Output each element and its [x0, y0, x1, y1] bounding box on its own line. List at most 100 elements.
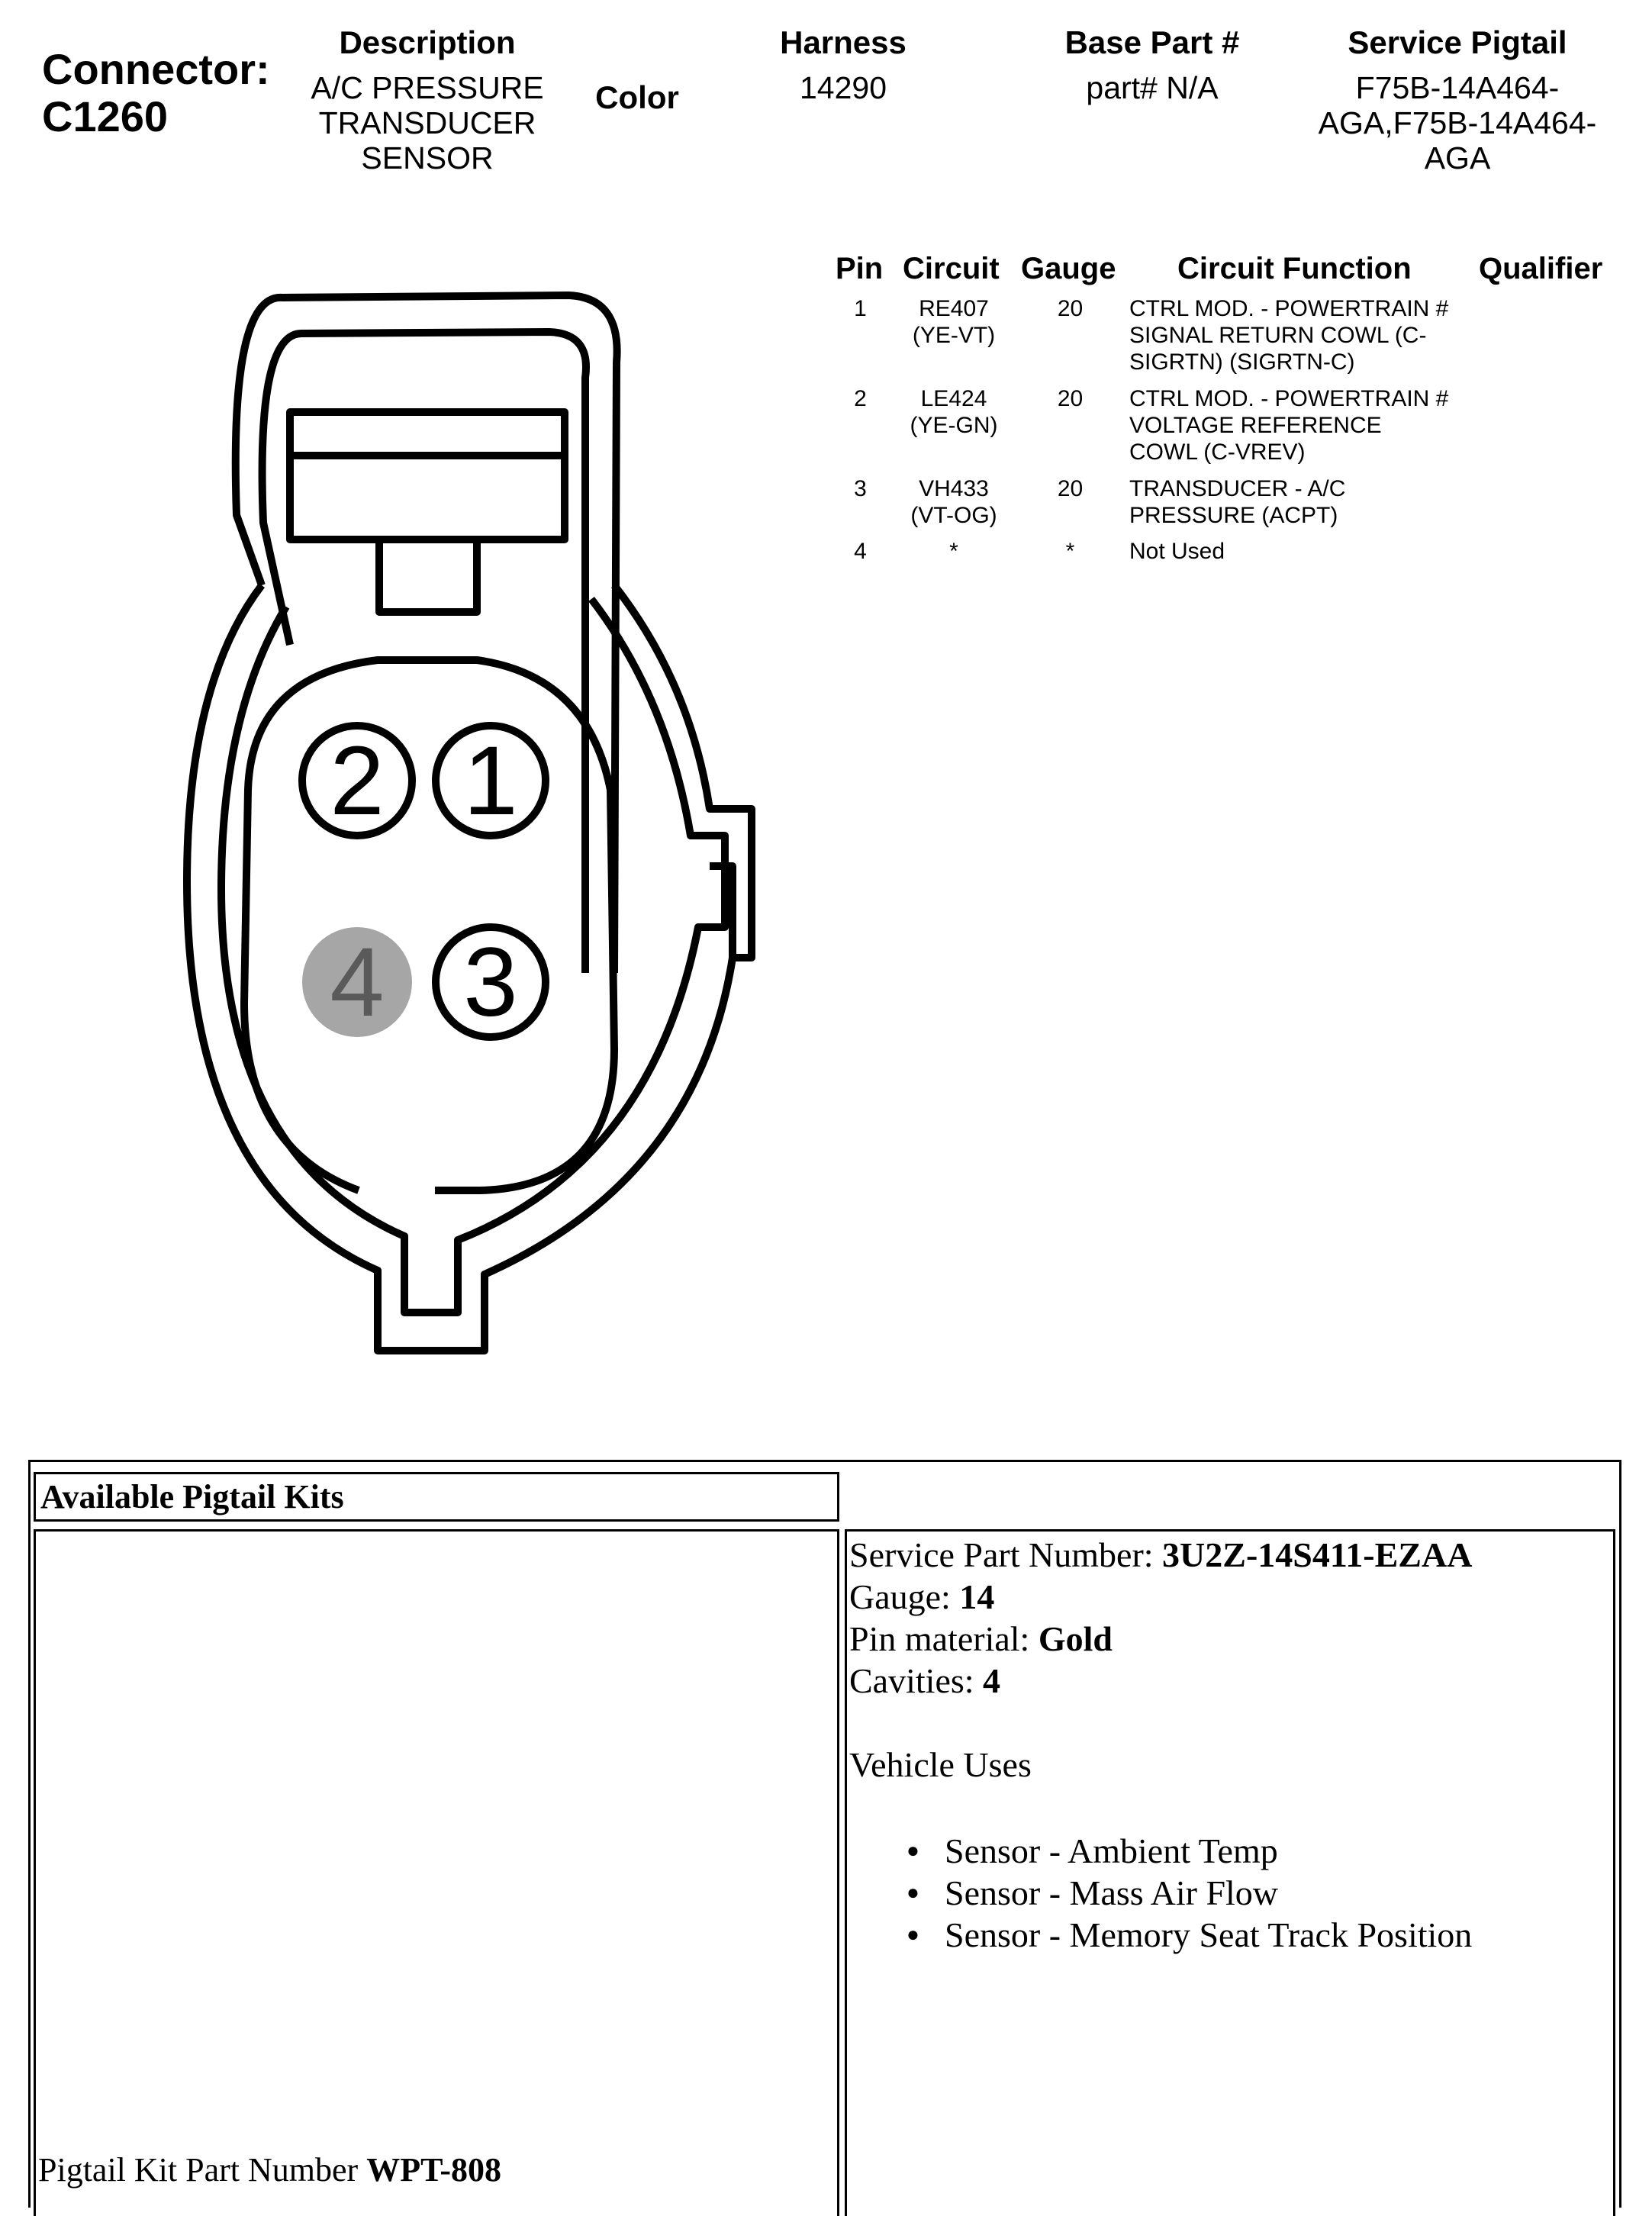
- vehicle-uses-title: Vehicle Uses: [849, 1745, 1032, 1784]
- pin-face-outline: [240, 656, 618, 1194]
- connector-id: C1260: [42, 92, 169, 140]
- harness-title: Harness: [780, 24, 907, 60]
- circuit-cell: RE407 (YE-VT): [878, 295, 1030, 349]
- circuit-color: (YE-GN): [910, 413, 998, 438]
- circuit-cell: *: [878, 538, 1030, 565]
- service-pigtail-line: AGA,F75B-14A464-: [1318, 105, 1597, 140]
- circuit-cell: VH433 (VT-OG): [878, 475, 1030, 529]
- function-line: SIGRTN) (SIGRTN-C): [1129, 349, 1355, 375]
- circuit-code: LE424: [920, 386, 987, 411]
- kit-gauge-value: 14: [959, 1577, 995, 1616]
- function-cell: Not Used: [1129, 538, 1488, 565]
- service-part-label: Service Part Number:: [849, 1535, 1163, 1574]
- connector-label: Connector:: [42, 45, 270, 93]
- service-pigtail-value: F75B-14A464- AGA,F75B-14A464- AGA: [1297, 70, 1618, 176]
- housing-outer-outline: [183, 582, 755, 1354]
- function-line: CTRL MOD. - POWERTRAIN #: [1129, 296, 1449, 321]
- vehicle-uses-list: Sensor - Ambient Temp Sensor - Mass Air …: [849, 1830, 1472, 1956]
- vehicle-use-item: Sensor - Ambient Temp: [849, 1830, 1472, 1872]
- connector-title: Connector: C1260: [42, 46, 270, 140]
- base-part-value: part# N/A: [1086, 70, 1219, 105]
- pin-label-2: 2: [330, 726, 384, 836]
- kit-gauge: Gauge: 14: [849, 1576, 1472, 1618]
- pin-number: 4: [854, 539, 867, 564]
- function-cell: CTRL MOD. - POWERTRAIN # VOLTAGE REFEREN…: [1129, 385, 1488, 465]
- pin-number: 2: [854, 386, 867, 411]
- pin-material-label: Pin material:: [849, 1619, 1039, 1658]
- pin-number: 1: [854, 296, 867, 321]
- pin-material: Pin material: Gold: [849, 1618, 1472, 1660]
- description-line: SENSOR: [361, 140, 494, 176]
- vehicle-use-item: Sensor - Mass Air Flow: [849, 1872, 1472, 1914]
- circuit-column-header: Circuit: [903, 252, 1000, 285]
- description-line: TRANSDUCER: [318, 105, 536, 140]
- function-cell: CTRL MOD. - POWERTRAIN # SIGNAL RETURN C…: [1129, 295, 1488, 375]
- cavities-value: 4: [983, 1661, 1001, 1700]
- pin-cavity-1: [432, 722, 549, 839]
- function-line: CTRL MOD. - POWERTRAIN #: [1129, 386, 1449, 411]
- pin-cavity-2: [298, 722, 416, 839]
- pin-column-header: Pin: [836, 252, 884, 285]
- pin-cavity-3: [432, 923, 549, 1041]
- latch-outer-outline: [231, 291, 621, 974]
- side-tab: [710, 862, 736, 958]
- latch-inner-outline: [258, 328, 590, 973]
- housing-inner-outline: [217, 596, 729, 1316]
- pigtail-kit-part-number: Pigtail Kit Part Number WPT-808: [38, 2150, 501, 2189]
- description-line: A/C PRESSURE: [311, 70, 544, 105]
- pigtail-kits-header: Available Pigtail Kits: [40, 1478, 344, 1515]
- pin-material-value: Gold: [1038, 1619, 1113, 1658]
- cavities-label: Cavities:: [849, 1661, 984, 1700]
- service-part-details: Service Part Number: 3U2Z-14S411-EZAA Ga…: [849, 1534, 1472, 1956]
- pin-cavity-4: [302, 927, 412, 1037]
- kit-part-value: WPT-808: [366, 2151, 502, 2189]
- service-pigtail-title: Service Pigtail: [1348, 24, 1567, 60]
- function-line: Not Used: [1129, 539, 1225, 564]
- kit-gauge-label: Gauge:: [849, 1577, 960, 1616]
- service-pigtail-line: F75B-14A464-: [1355, 70, 1560, 105]
- latch-bar-top: [286, 408, 568, 459]
- description-title: Description: [339, 24, 516, 60]
- description-value: A/C PRESSURE TRANSDUCER SENSOR: [298, 70, 557, 176]
- gauge-cell: 20: [1057, 476, 1084, 501]
- function-line: TRANSDUCER - A/C: [1129, 476, 1346, 501]
- pigtail-kit-details-cell: [845, 1529, 1615, 2216]
- service-part-value: 3U2Z-14S411-EZAA: [1162, 1535, 1473, 1574]
- circuit-cell: LE424 (YE-GN): [878, 385, 1030, 439]
- pin-label-4: 4: [330, 928, 384, 1037]
- qualifier-column-header: Qualifier: [1479, 252, 1603, 285]
- service-pigtail-line: AGA: [1424, 140, 1491, 176]
- function-line: VOLTAGE REFERENCE: [1129, 413, 1382, 438]
- pin-number: 3: [854, 476, 867, 501]
- pigtail-kit-image-cell: [34, 1529, 839, 2216]
- vehicle-use-item: Sensor - Memory Seat Track Position: [849, 1914, 1472, 1956]
- base-part-title: Base Part #: [1064, 24, 1240, 60]
- pin-label-3: 3: [463, 928, 517, 1037]
- service-part-number: Service Part Number: 3U2Z-14S411-EZAA: [849, 1534, 1472, 1576]
- function-line: COWL (C-VREV): [1129, 440, 1306, 465]
- circuit-code: *: [949, 539, 958, 564]
- kit-part-label: Pigtail Kit Part Number: [38, 2151, 367, 2189]
- function-line: SIGNAL RETURN COWL (C-: [1129, 323, 1427, 348]
- latch-tab: [375, 540, 481, 616]
- circuit-color: (YE-VT): [912, 323, 996, 348]
- pin-label-1: 1: [463, 726, 517, 836]
- gauge-cell: *: [1065, 539, 1075, 564]
- harness-value: 14290: [799, 70, 887, 105]
- circuit-color: (VT-OG): [910, 503, 997, 528]
- gauge-cell: 20: [1057, 296, 1084, 321]
- latch-bar-bottom: [286, 452, 568, 543]
- function-cell: TRANSDUCER - A/C PRESSURE (ACPT): [1129, 475, 1488, 529]
- pigtail-kits-table: [28, 1460, 1621, 2208]
- cavities: Cavities: 4: [849, 1660, 1472, 1702]
- gauge-column-header: Gauge: [1021, 252, 1116, 285]
- function-line: PRESSURE (ACPT): [1129, 503, 1338, 528]
- circuit-code: RE407: [919, 296, 989, 321]
- pigtail-kits-header-cell: [34, 1472, 839, 1522]
- color-title: Color: [595, 79, 679, 115]
- gauge-cell: 20: [1057, 386, 1084, 411]
- circuit-function-column-header: Circuit Function: [1177, 252, 1412, 285]
- circuit-code: VH433: [919, 476, 989, 501]
